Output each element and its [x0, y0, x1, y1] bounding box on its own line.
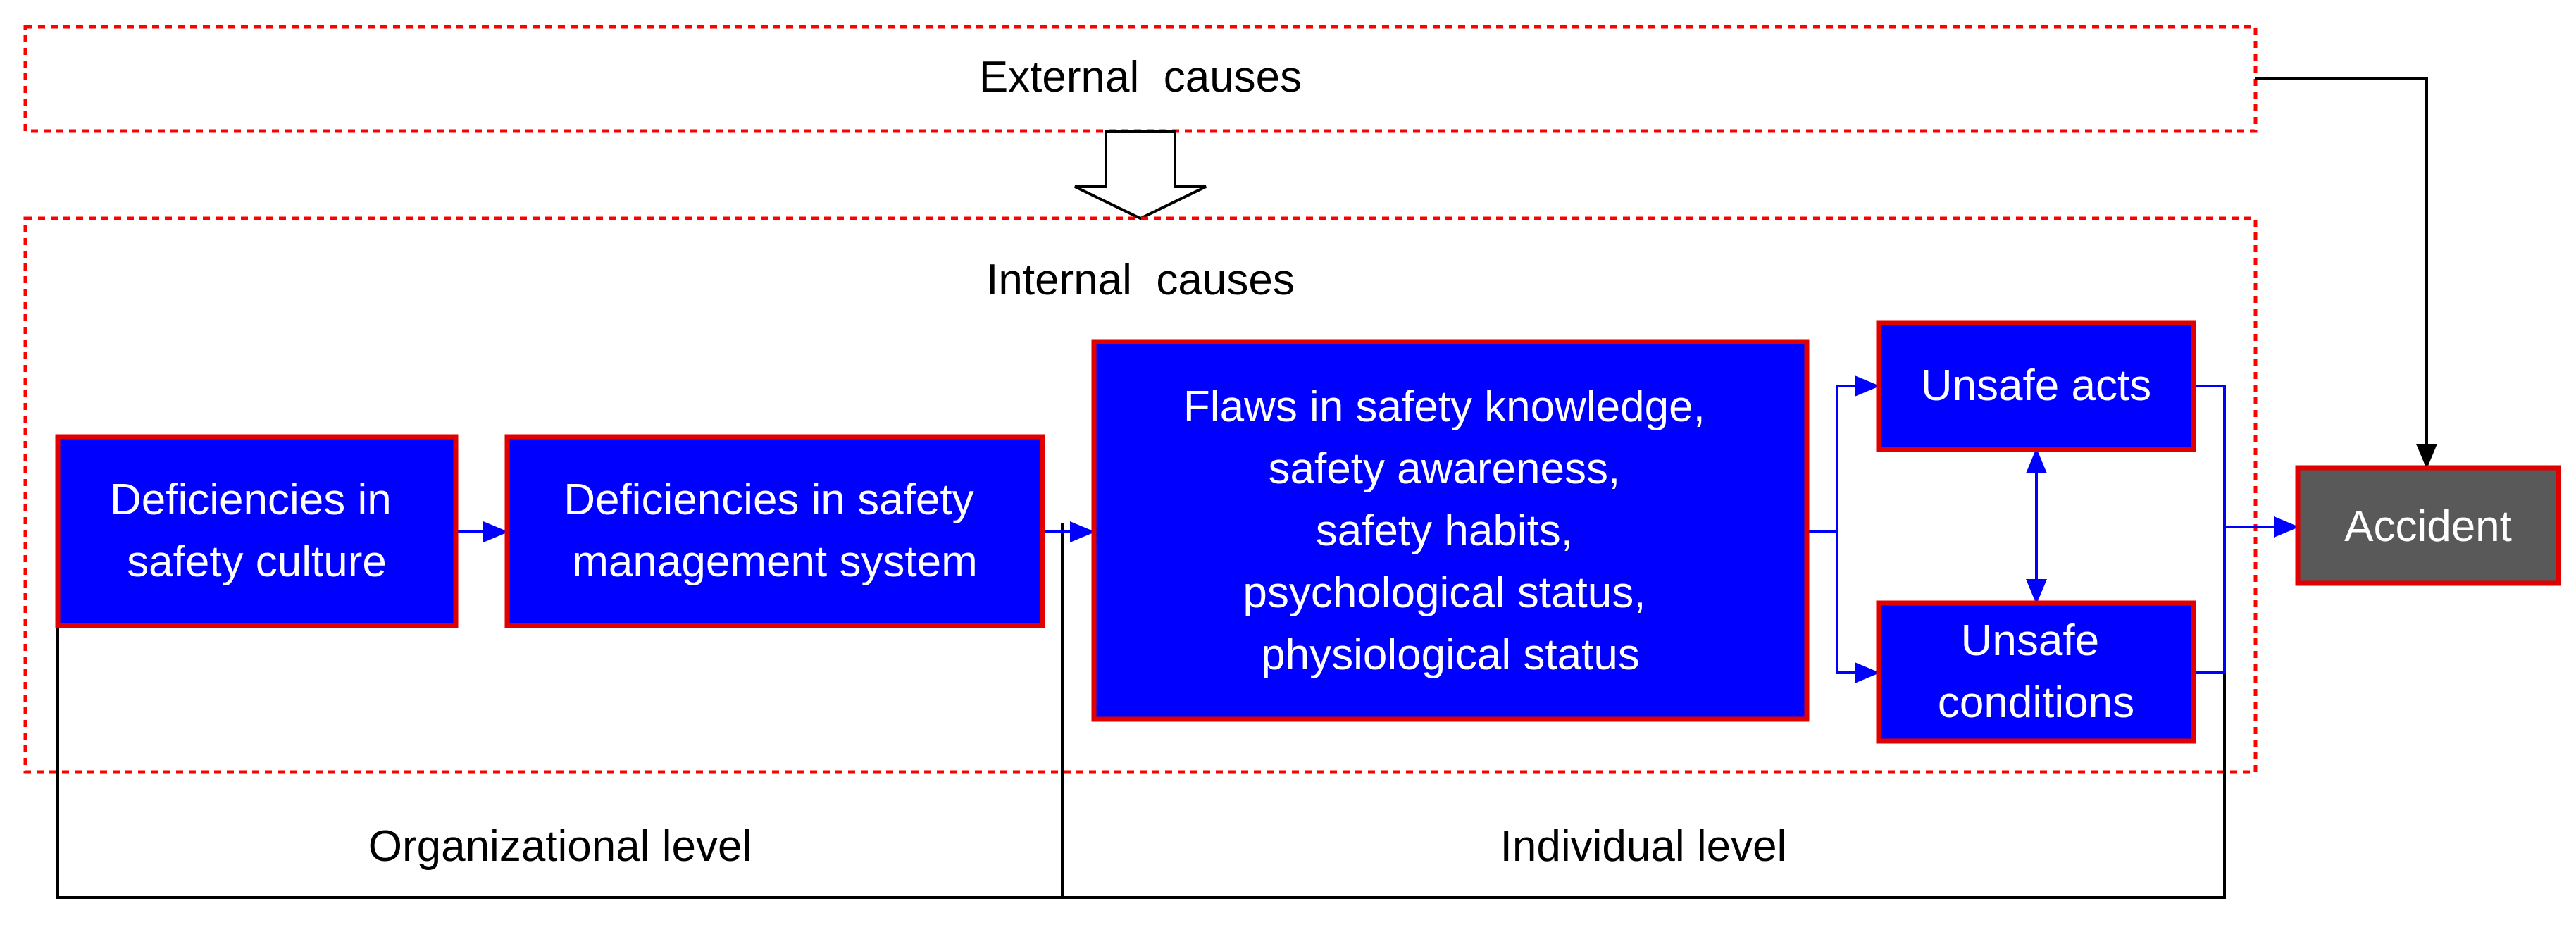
node-safety-culture-label: Deficiencies in safety culture: [110, 476, 404, 586]
node-unsafe-conditions: Unsafe conditions: [1876, 600, 2196, 744]
flaws-to-conditions-connector: [1836, 532, 1880, 683]
internal-causes-frame: [23, 216, 2258, 774]
individual-level-label: Individual level: [1500, 822, 1787, 871]
node-unsafe-conditions-label: Unsafe conditions: [1938, 616, 2134, 727]
node-safety-culture: Deficiencies in safety culture: [55, 434, 459, 628]
individual-level-bracket: [1062, 673, 2226, 899]
external-causes-label: External causes: [979, 53, 1302, 101]
node-accident: Accident: [2295, 465, 2561, 586]
external-to-accident-connector: [2255, 77, 2437, 469]
acts-to-accident-connector: [2194, 385, 2226, 674]
external-to-internal-arrow: [1074, 130, 1207, 220]
node-safety-management-system-label: Deficiencies in safety management system: [564, 476, 986, 586]
node-safety-management-system: Deficiencies in safety management system: [504, 434, 1045, 628]
organizational-level-bracket: [56, 523, 1064, 899]
node-unsafe-acts-label: Unsafe acts: [1921, 361, 2151, 410]
organizational-level-label: Organizational level: [368, 822, 752, 871]
node-accident-label: Accident: [2344, 502, 2512, 551]
flaws-to-acts-connector: [1807, 375, 1880, 533]
node-flaws-label: Flaws in safety knowledge, safety awaren…: [1183, 383, 1717, 679]
node-unsafe-acts: Unsafe acts: [1876, 320, 2196, 452]
node-flaws: Flaws in safety knowledge, safety awaren…: [1091, 339, 1810, 722]
internal-causes-label: Internal causes: [986, 256, 1295, 304]
